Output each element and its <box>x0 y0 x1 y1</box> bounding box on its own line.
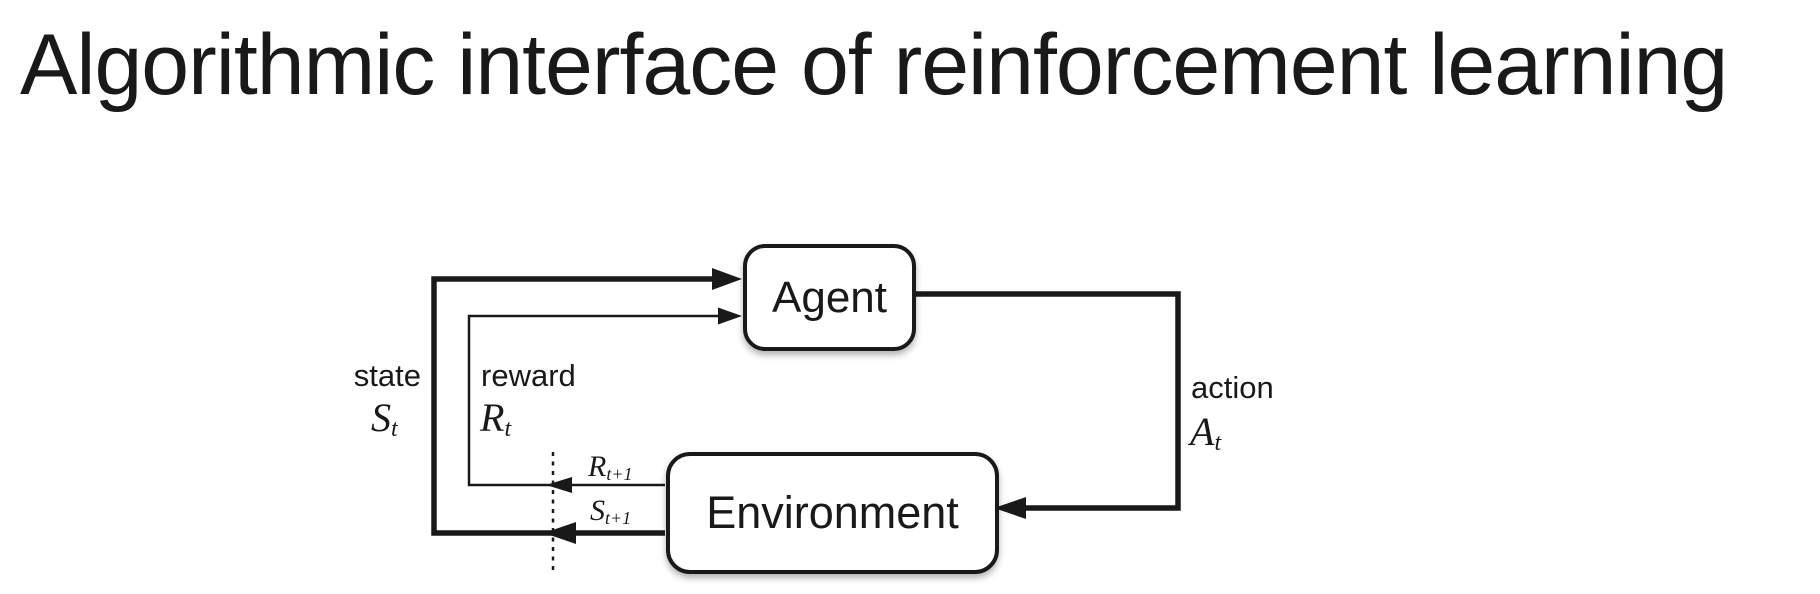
reward-symbol-letter: R <box>480 395 505 440</box>
reward-symbol-subscript: t <box>504 416 512 443</box>
next-state-symbol-subscript: t+1 <box>605 507 632 528</box>
environment-node: Environment <box>666 452 999 574</box>
action-symbol: At <box>1190 409 1221 456</box>
action-label: action <box>1191 370 1274 405</box>
state-symbol-subscript: t <box>391 416 398 443</box>
slide-title: Algorithmic interface of reinforcement l… <box>20 17 1728 113</box>
next-state-symbol: St+1 <box>590 494 632 528</box>
environment-node-label: Environment <box>706 487 959 538</box>
agent-node: Agent <box>743 244 916 351</box>
action-to-environment-arrowhead-icon <box>994 497 1026 519</box>
action-symbol-subscript: t <box>1214 430 1222 457</box>
next-reward-arrowhead-icon <box>546 477 572 493</box>
next-state-symbol-letter: S <box>590 494 605 527</box>
action-symbol-letter: A <box>1190 409 1215 454</box>
next-reward-symbol: Rt+1 <box>588 450 633 484</box>
state-symbol-letter: S <box>371 395 391 440</box>
state-label: state <box>353 358 421 393</box>
state-symbol: St <box>371 395 398 442</box>
reward-label: reward <box>481 358 576 393</box>
next-state-arrowhead-icon <box>544 522 576 544</box>
next-reward-symbol-letter: R <box>588 450 607 483</box>
next-reward-symbol-subscript: t+1 <box>606 463 633 484</box>
reward-symbol: Rt <box>480 395 511 442</box>
reward-to-agent-arrowhead-icon <box>718 307 742 325</box>
agent-node-label: Agent <box>772 272 887 322</box>
action-flow-line <box>908 291 1181 511</box>
state-to-agent-arrowhead-icon <box>712 268 742 290</box>
